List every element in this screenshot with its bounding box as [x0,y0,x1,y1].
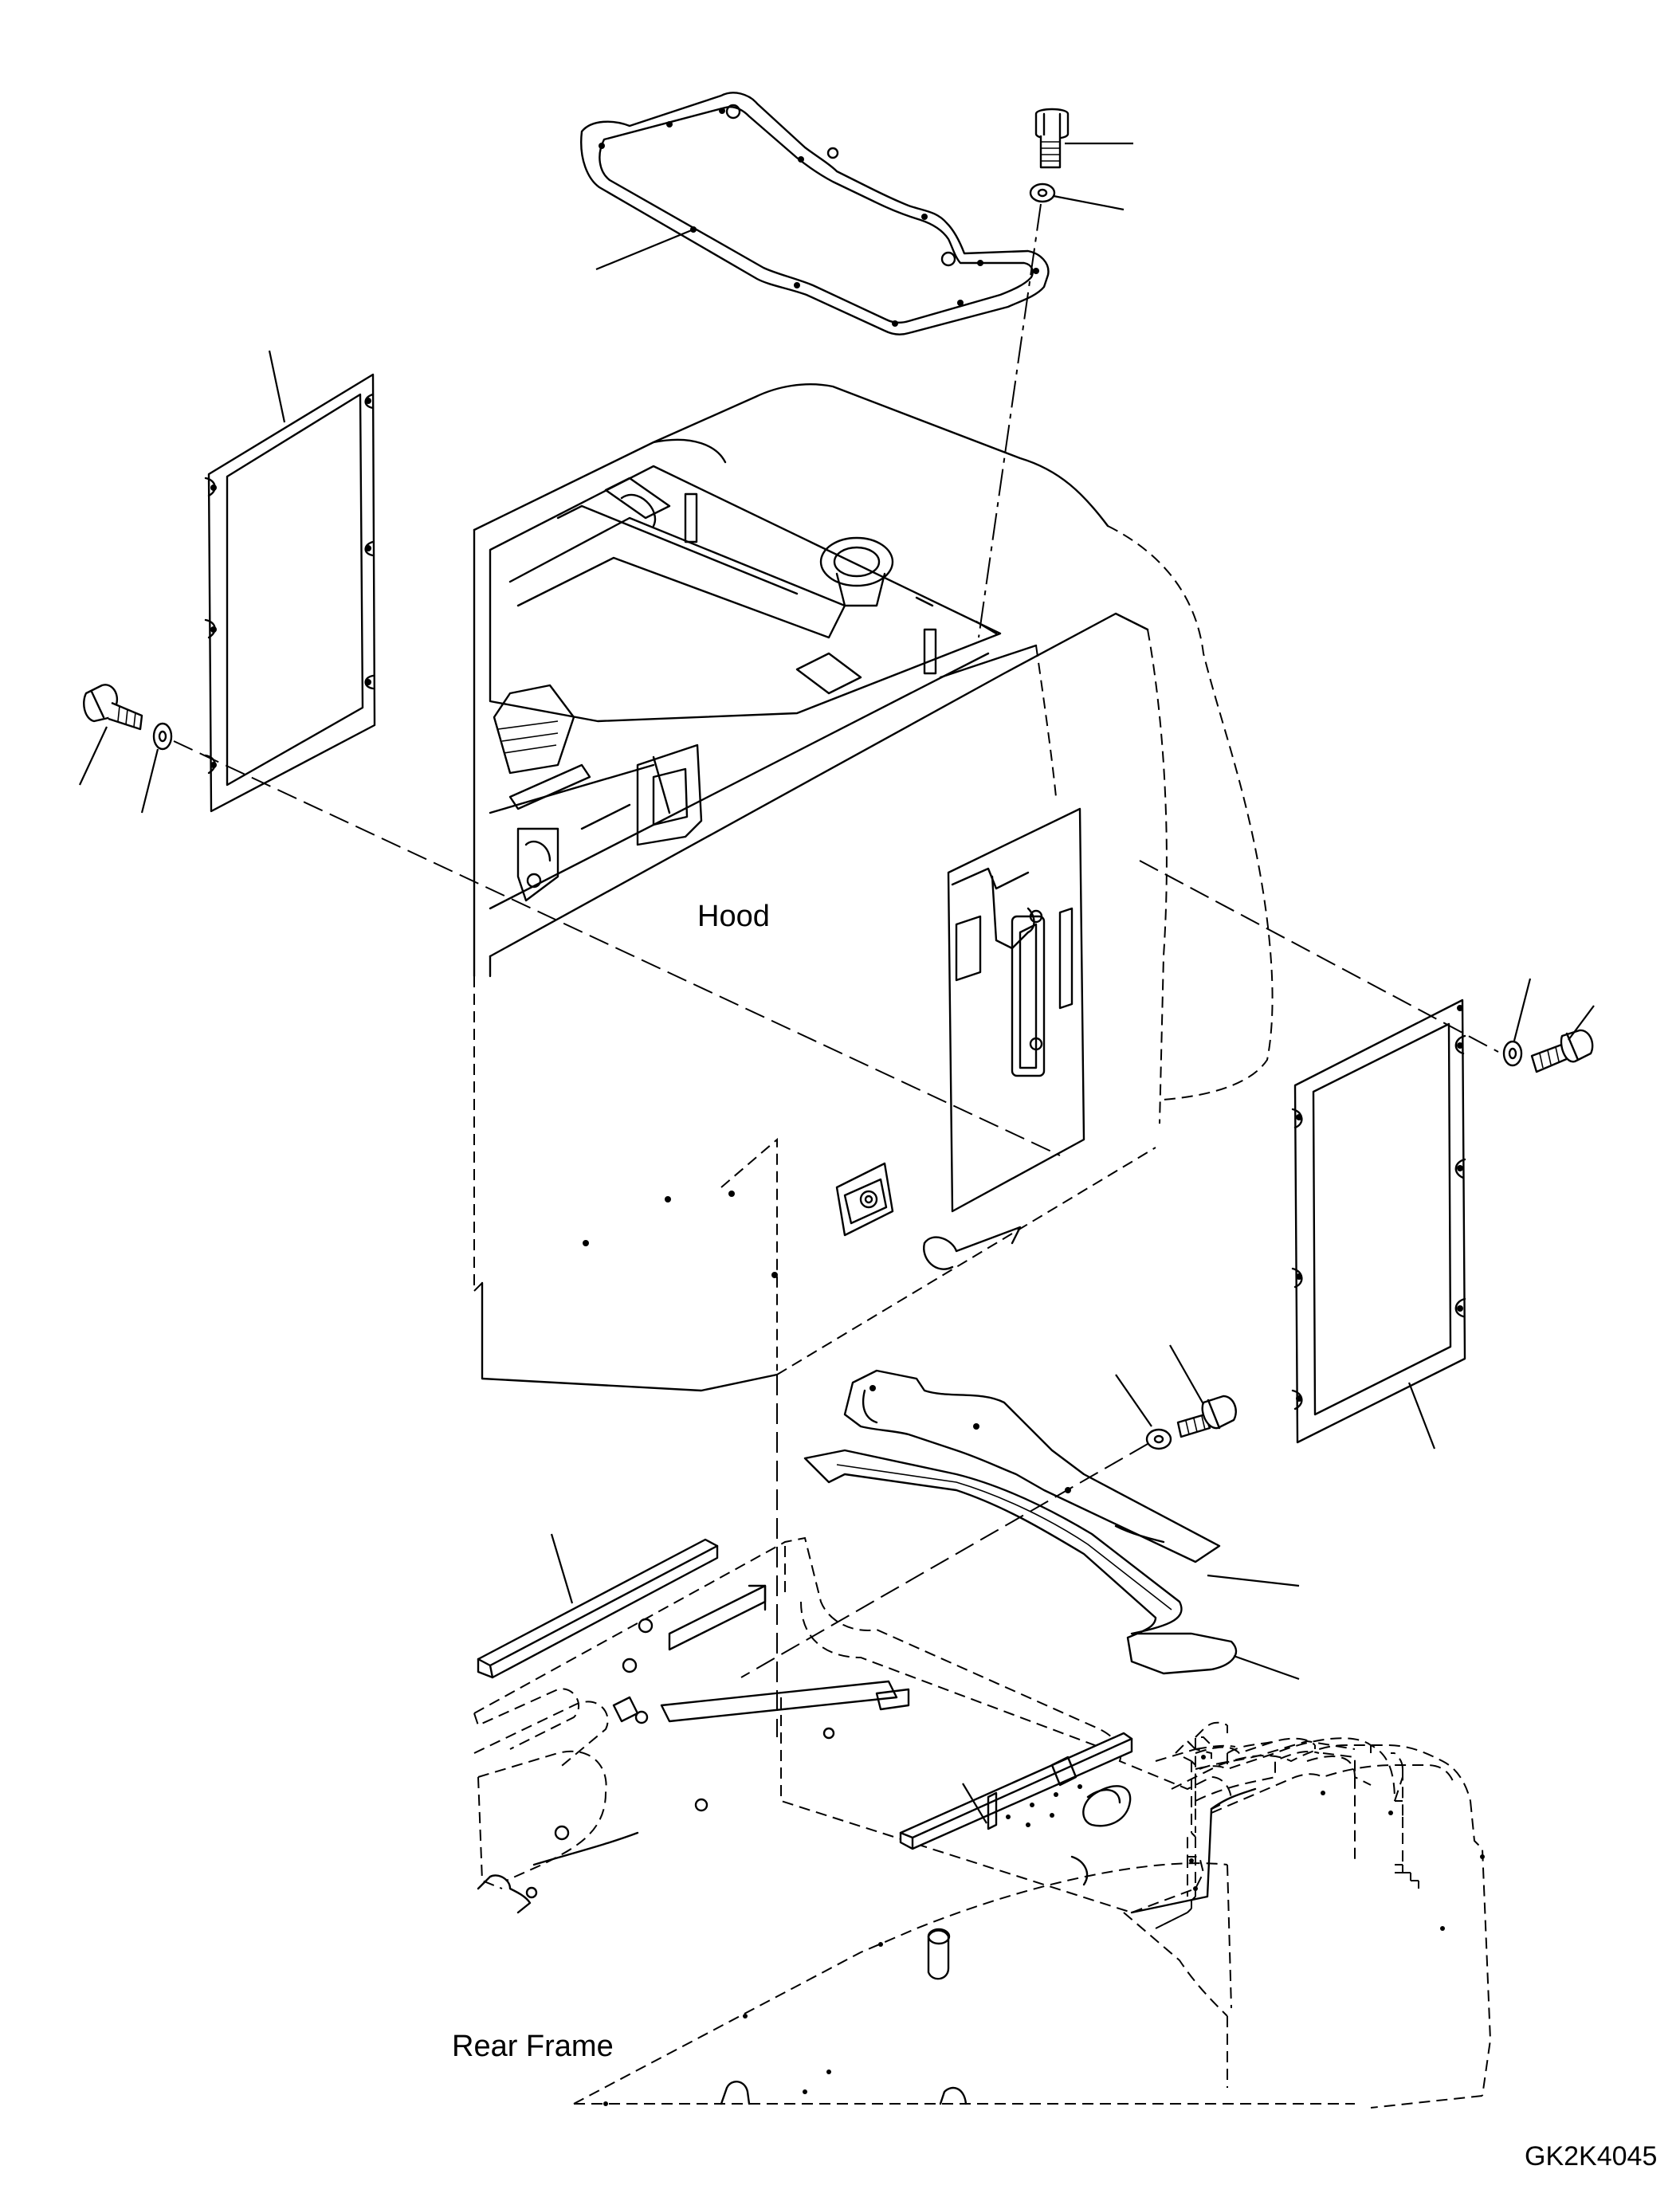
top-gasket [580,92,1050,335]
lower-bracket [843,1369,1221,1563]
left-washer [152,722,173,751]
left-gasket-leader [268,350,286,423]
right-washer [1502,1040,1523,1067]
top-washer [1029,182,1056,203]
lower-seal [803,1449,1237,1675]
left-washer-leader [140,748,159,814]
lower-bolt [1176,1395,1237,1438]
left-bolt [83,684,143,731]
top-bolt [1034,108,1070,169]
left-side-gasket [204,373,376,813]
lower-washer-leader [1115,1374,1152,1427]
bracket-leader [1207,1574,1300,1587]
rear-frame-label: Rear Frame [452,2030,614,2063]
left-bolt-centerline [173,740,1061,1156]
left-rubber-strip [477,1538,719,1679]
lower-bolt-centerline [740,1443,1148,1678]
left-bolt-leader [79,726,108,786]
hood-label: Hood [697,900,770,933]
rear-frame [473,1536,1492,2109]
top-leaders [595,142,1133,271]
right-bolt-centerline [1139,860,1499,1053]
drawing-code-label: GK2K4045 [1525,2141,1657,2171]
hood [473,383,1274,1392]
right-bolt [1530,1029,1594,1073]
right-side-gasket [1291,998,1466,1444]
top-bolt-centerline [978,203,1042,638]
left-strip-leader [550,1533,574,1604]
lower-washer [1145,1428,1172,1450]
right-strip-leader [962,1783,987,1824]
lower-bolt-leader [1169,1344,1204,1405]
seal-leader [1233,1654,1300,1681]
right-washer-leader [1513,978,1532,1042]
right-bolt-leader [1568,1005,1595,1041]
right-gasket-leader [1407,1382,1436,1450]
